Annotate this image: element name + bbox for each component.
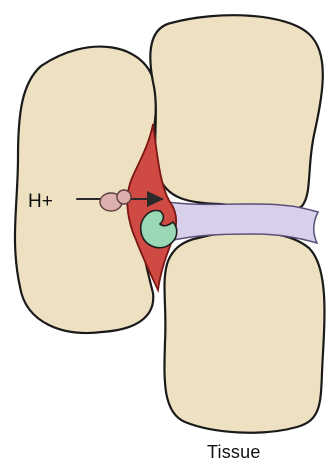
tissue-label: Tissue <box>207 442 261 462</box>
proton-pump-transporter-subunit <box>117 190 131 204</box>
proton-label: H+ <box>28 191 53 212</box>
bottom-right-cell <box>164 232 324 433</box>
top-right-cell <box>150 15 323 210</box>
